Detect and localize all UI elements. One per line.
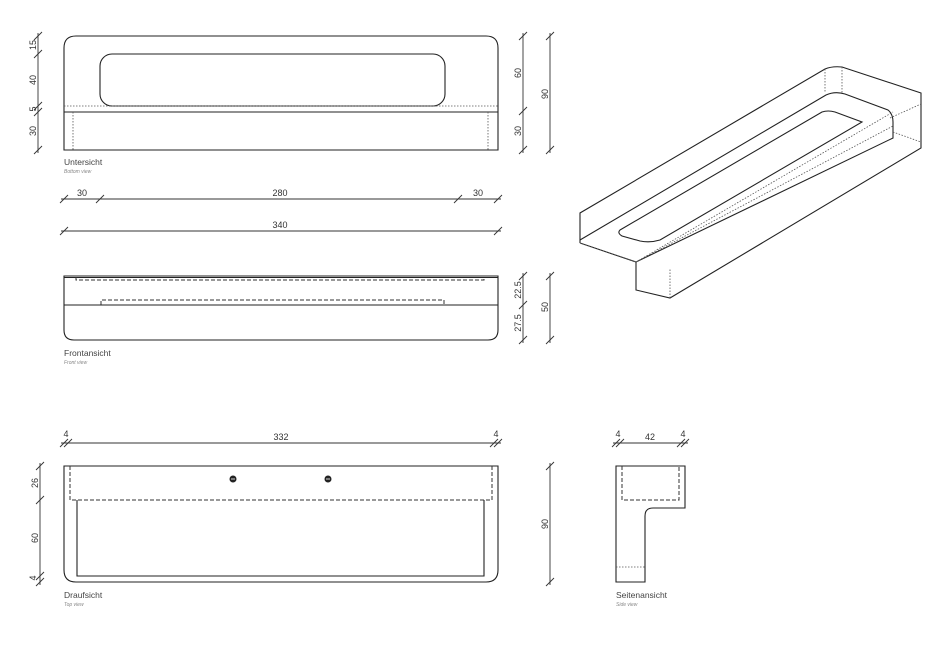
dim-label: 4 xyxy=(63,429,68,439)
dim-label: 30 xyxy=(77,188,87,198)
screw-hole-icon xyxy=(324,475,332,483)
dim-label: 340 xyxy=(272,220,287,230)
view-subtitle: Top view xyxy=(64,602,84,608)
dim-label: 15 xyxy=(28,40,38,50)
dim-label: 280 xyxy=(272,188,287,198)
dim-label: 90 xyxy=(540,519,550,529)
dim-label: 50 xyxy=(540,302,550,312)
dim-label: 4 xyxy=(28,575,38,580)
dim-label: 4 xyxy=(493,429,498,439)
view-title: Frontansicht xyxy=(64,348,111,358)
screw-hole-icon xyxy=(229,475,237,483)
dim-label: 90 xyxy=(540,89,550,99)
dim-label: 4 xyxy=(680,429,685,439)
bottom-view: 15 40 5 30 60 30 90 Untersicht Bottom vi… xyxy=(28,31,555,236)
view-subtitle: Bottom view xyxy=(64,169,92,175)
view-subtitle: Side view xyxy=(616,602,638,608)
dim-label: 40 xyxy=(28,75,38,85)
top-view: 4 332 4 26 60 4 90 Draufsicht Top view xyxy=(28,429,555,608)
view-subtitle: Front view xyxy=(64,360,87,366)
view-title: Untersicht xyxy=(64,157,103,167)
dim-label: 30 xyxy=(28,126,38,136)
dim-label: 27.5 xyxy=(513,314,523,332)
view-title: Seitenansicht xyxy=(616,590,668,600)
dim-label: 22.5 xyxy=(513,281,523,299)
dim-label: 4 xyxy=(615,429,620,439)
dim-label: 5 xyxy=(28,106,38,111)
front-view: 22.5 27.5 50 Frontansicht Front view xyxy=(63,271,555,366)
view-title: Draufsicht xyxy=(64,590,103,600)
dim-label: 60 xyxy=(30,533,40,543)
isometric-view xyxy=(579,66,922,299)
dim-label: 30 xyxy=(513,126,523,136)
dim-label: 30 xyxy=(473,188,483,198)
dim-label: 332 xyxy=(273,432,288,442)
side-view: 4 42 4 Seitenansicht Side view xyxy=(611,429,690,608)
dim-label: 26 xyxy=(30,478,40,488)
dim-label: 42 xyxy=(645,432,655,442)
dim-label: 60 xyxy=(513,68,523,78)
